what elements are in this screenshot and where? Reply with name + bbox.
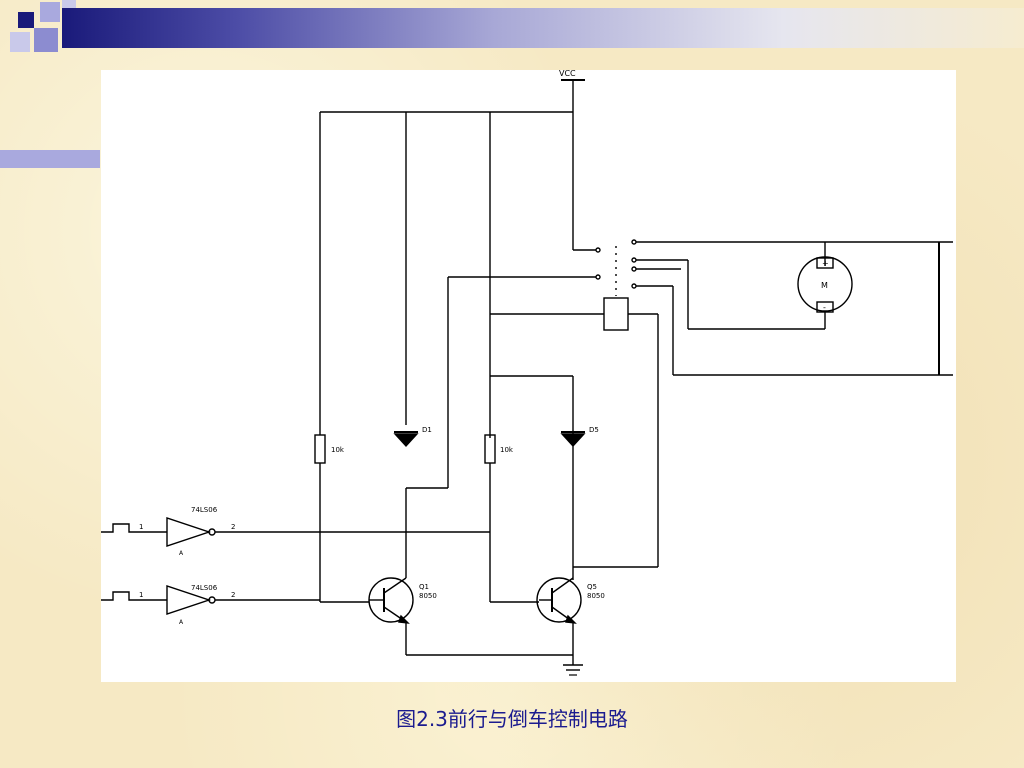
resistor-r1 <box>314 434 326 464</box>
transistor-q5 <box>536 577 582 623</box>
gate-bottom-sub: A <box>179 619 184 626</box>
motor-symbol <box>797 256 853 312</box>
relay-contact <box>595 247 601 253</box>
d1-label: D1 <box>422 426 432 434</box>
decor-square-dark <box>18 12 34 28</box>
gate-bottom-pin-in: 1 <box>139 591 143 599</box>
relay-contact <box>595 274 601 280</box>
relay-contact <box>631 283 637 289</box>
input-pulse-top <box>101 523 146 533</box>
r1-label: 10k <box>331 446 345 454</box>
gate-top-sub: A <box>179 550 184 557</box>
circuit-svg: VCC M + - <box>101 70 953 676</box>
diode-d5 <box>560 433 586 448</box>
side-accent-bar <box>0 150 100 168</box>
title-bar-gradient <box>62 8 1024 48</box>
q5-label: Q5 <box>587 583 597 591</box>
inverter-bottom <box>166 585 212 615</box>
gate-bottom-pin-out: 2 <box>231 591 235 599</box>
decor-square-light <box>40 2 60 22</box>
decor-square-light <box>10 32 30 52</box>
input-pulse-bottom <box>101 591 146 601</box>
inverter-top <box>166 517 212 547</box>
relay-contact <box>631 266 637 272</box>
relay-contact <box>631 239 637 245</box>
motor-minus: - <box>823 303 826 312</box>
r2-label: 10k <box>500 446 514 454</box>
motor-brush-top <box>816 257 834 269</box>
decor-square-mid <box>34 28 58 52</box>
circuit-diagram: VCC M + - <box>101 70 956 682</box>
q5-model: 8050 <box>587 592 605 600</box>
relay-coil <box>603 297 629 331</box>
q1-label: Q1 <box>419 583 429 591</box>
motor-plus: + <box>822 259 829 268</box>
diode-d1 <box>393 433 419 448</box>
d5-label: D5 <box>589 426 599 434</box>
resistor-r2 <box>484 434 496 464</box>
gate-top-label: 74LS06 <box>191 506 218 514</box>
gate-bottom-label: 74LS06 <box>191 584 218 592</box>
transistor-q5-collector <box>551 577 574 594</box>
gate-top-pin-in: 1 <box>139 523 143 531</box>
transistor-q5-arrow <box>565 614 577 624</box>
transistor-q1-collector <box>383 577 407 594</box>
figure-caption: 图2.3前行与倒车控制电路 <box>396 707 628 731</box>
transistor-q1-arrow <box>398 614 410 624</box>
relay-contact <box>631 257 637 263</box>
gate-top-pin-out: 2 <box>231 523 235 531</box>
motor-label: M <box>821 281 828 290</box>
vcc-label: VCC <box>559 70 576 78</box>
q1-model: 8050 <box>419 592 437 600</box>
